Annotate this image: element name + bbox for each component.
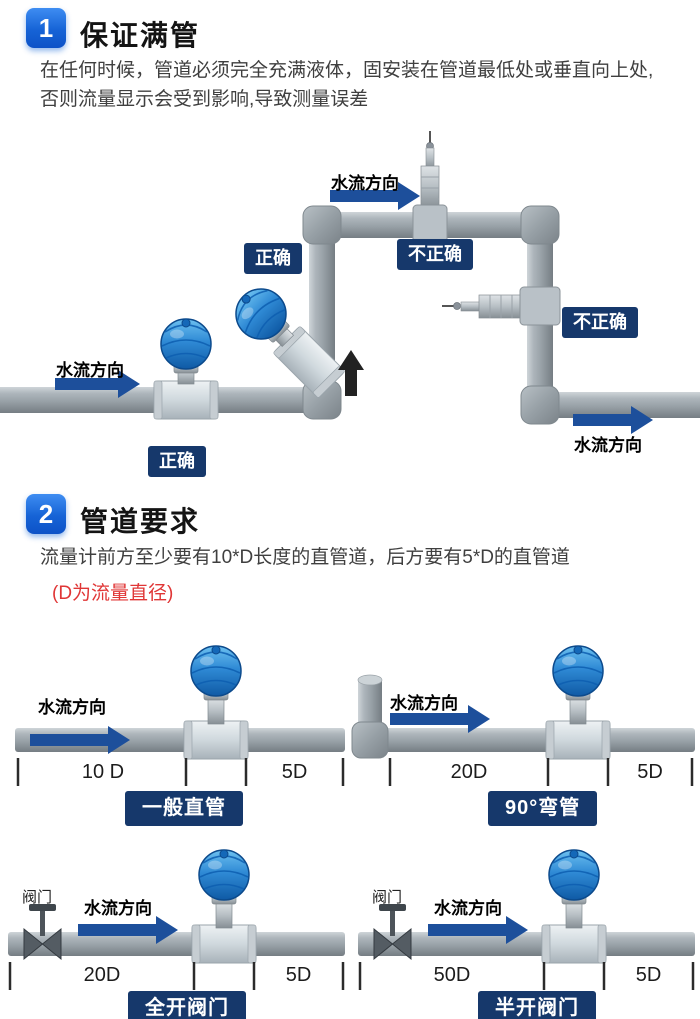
section2-title: 管道要求 — [80, 506, 201, 537]
section2-number-badge: 2 — [26, 494, 66, 534]
section1-title: 保证满管 — [80, 20, 201, 51]
status-badge-correct-upper: 正确 — [244, 243, 302, 274]
flow-direction-label: 水流方向 — [38, 698, 106, 717]
flow-arrow-left-icon — [55, 370, 140, 398]
diagram-caption: 90°弯管 — [488, 791, 598, 826]
flow-direction-label: 水流方向 — [84, 899, 152, 918]
section1-body: 在任何时候，管道必须完全充满液体，固安装在管道最低处或垂直向上处,否则流量显示会… — [40, 60, 654, 110]
status-badge-correct-lower: 正确 — [148, 446, 206, 477]
section2-body: 流量计前方至少要有10*D长度的直管道，后方要有5*D的直管道 — [40, 547, 570, 568]
valve-label: 阀门 — [372, 889, 403, 906]
flow-direction-label-top: 水流方向 — [331, 174, 399, 193]
flow-arrow-icon — [428, 916, 528, 944]
status-badge-incorrect-right: 不正确 — [562, 307, 638, 338]
diagram-caption: 半开阀门 — [478, 991, 596, 1019]
valve-icon — [23, 904, 62, 961]
flow-arrow-top-icon — [330, 182, 420, 210]
flow-arrow-icon — [390, 705, 490, 733]
insertion-sensor-right-icon — [442, 286, 561, 326]
status-badge-incorrect-top: 不正确 — [397, 239, 473, 270]
diagram-caption: 全开阀门 — [128, 991, 246, 1019]
insertion-sensor-top-icon — [412, 131, 448, 246]
flow-meter-angled — [224, 277, 346, 399]
dimension-before: 10 D — [81, 761, 125, 783]
diagram-straight-pipe — [15, 645, 345, 786]
flow-meter-bottom — [153, 318, 219, 420]
pipe-network-main — [0, 205, 700, 425]
dimension-after: 5D — [635, 964, 662, 986]
valve-label: 阀门 — [22, 889, 53, 906]
flow-arrow-icon — [30, 726, 130, 754]
dimension-before: 20D — [83, 964, 121, 986]
dimension-after: 5D — [285, 964, 312, 986]
diagram-valve-open — [8, 849, 345, 990]
diagram-valve-half — [358, 849, 695, 990]
dimension-before: 20D — [450, 761, 488, 783]
flow-arrow-icon — [78, 916, 178, 944]
dimension-after: 5D — [637, 761, 663, 783]
section1-number-badge: 1 — [26, 8, 66, 48]
flow-direction-label-right: 水流方向 — [574, 436, 642, 455]
flow-direction-label: 水流方向 — [390, 694, 458, 713]
dimension-before: 50D — [433, 964, 471, 986]
dimension-after: 5D — [281, 761, 308, 783]
section2-note: (D为流量直径) — [52, 583, 174, 604]
flow-direction-label: 水流方向 — [434, 899, 502, 918]
diagram-elbow-pipe — [351, 645, 695, 786]
flow-arrow-right-icon — [573, 406, 653, 434]
diagram-caption: 一般直管 — [125, 791, 243, 826]
valve-icon — [373, 904, 412, 961]
flow-direction-label-left: 水流方向 — [56, 361, 124, 380]
up-arrow-icon — [338, 350, 364, 396]
